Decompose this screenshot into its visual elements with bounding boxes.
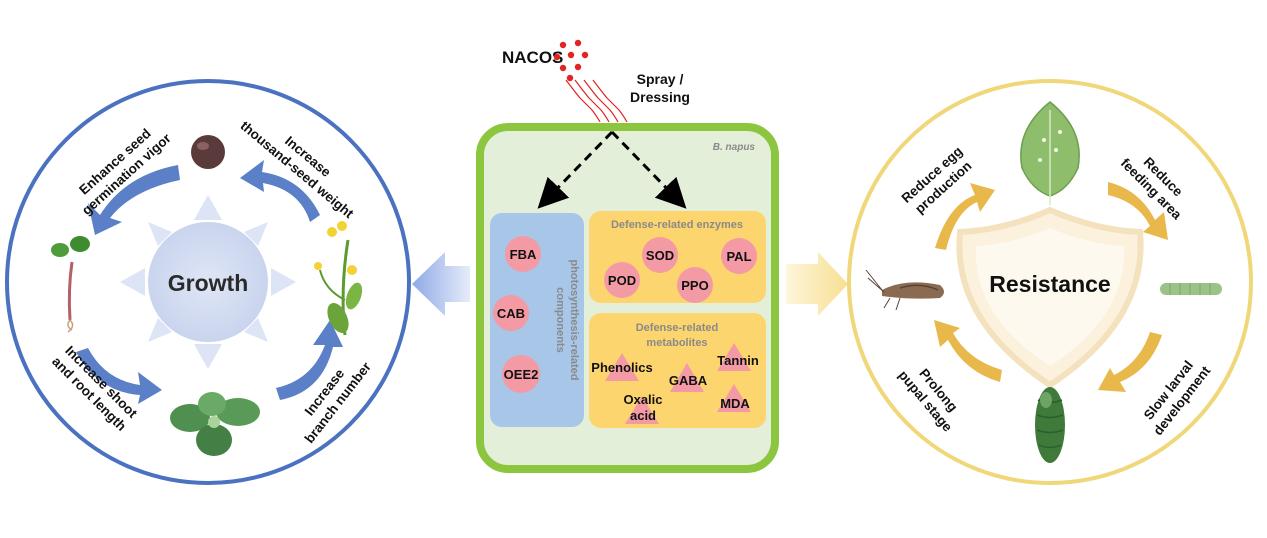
metabolites-box [589,313,766,428]
nacos-label: NACOS [502,48,563,67]
metabolites-title-2: metabolites [646,337,707,349]
svg-text:PPO: PPO [681,278,708,293]
spray-line2: Dressing [630,89,690,105]
svg-text:PAL: PAL [726,249,751,264]
resistance-title: Resistance [989,271,1110,297]
moth-icon [865,269,944,311]
metabolite-triangles [605,343,751,424]
svg-text:SOD: SOD [646,248,674,263]
gaba-label: GABA [669,373,708,388]
fba-node: FBA [505,236,541,272]
sun-circle [148,222,268,342]
arrow-pupa-to-moth [934,320,1002,382]
arrow-seedling-to-plant [76,348,162,404]
cab-node: CAB [493,295,529,331]
split-arrows [537,130,687,209]
sod-node: SOD [642,237,678,273]
species-label: B. napus [713,142,756,153]
arrow-leaf-to-larva [1108,182,1168,240]
svg-text:components: components [554,287,566,352]
pal-node: PAL [721,238,757,274]
seed-icon [191,135,225,169]
larva-icon [1160,283,1222,295]
metabolites-title-1: Defense-related [636,322,719,334]
svg-text:OEE2: OEE2 [504,367,539,382]
oee2-node: OEE2 [502,355,540,393]
arrow-to-growth [412,252,470,316]
photosynthesis-label: photosynthesis-related components [554,259,580,380]
pod-node: POD [604,262,640,298]
arrow-larva-to-pupa [1098,332,1162,392]
resistance-cycle-arrows [934,182,1168,392]
ppo-node: PPO [677,267,713,303]
svg-text:POD: POD [608,273,636,288]
rosette-plant-icon [170,392,260,456]
arrow-moth-to-leaf [935,183,995,250]
resistance-panel: Resistance [847,79,1253,485]
growth-cycle-arrows [76,160,343,404]
arrow-seed-to-seedling [88,165,180,235]
nacos-particles [553,39,589,82]
svg-text:FBA: FBA [510,247,537,262]
pupa-icon [1035,387,1065,463]
shield-inner [975,228,1125,366]
enzymes-title: Defense-related enzymes [611,219,743,231]
flowering-plant-icon [314,221,363,336]
nacos-top: NACOS Spray / Dressing [502,39,690,123]
growth-title: Growth [168,270,249,296]
sun-rays [120,195,296,369]
mda-label: MDA [720,396,750,411]
svg-text:CAB: CAB [497,306,525,321]
oxalic-label: Oxalic [623,392,662,407]
acid-label: acid [630,408,656,423]
seedling-icon [51,236,90,333]
arrow-to-resistance [786,252,848,316]
spray-line1: Spray / [637,71,684,87]
svg-text:photosynthesis-related: photosynthesis-related [568,259,580,380]
plant-cell: B. napus photosynthesis-related componen… [476,123,779,473]
leaf-icon [1020,101,1080,205]
growth-panel: Growth [5,79,411,485]
arrow-flowering-to-seed [240,160,320,222]
phenolics-label: Phenolics [591,360,652,375]
spray-lines [565,79,628,123]
tannin-label: Tannin [717,353,759,368]
arrow-plant-to-flowering [276,320,343,400]
